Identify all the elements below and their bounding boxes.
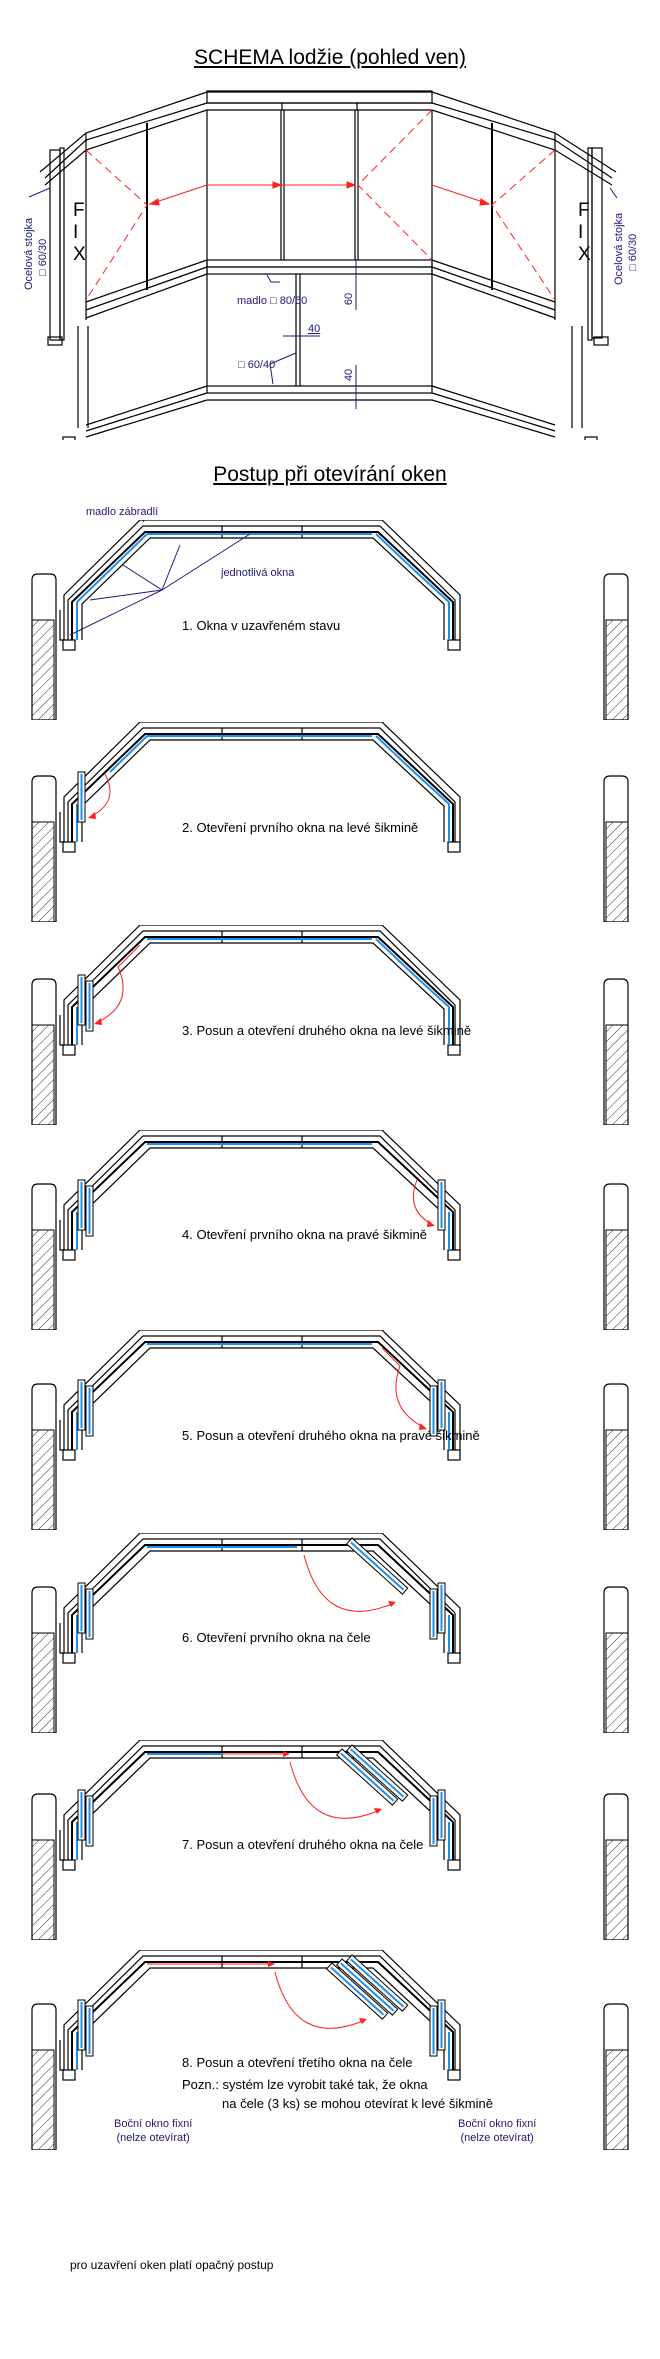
glass-panes: [76, 1143, 450, 1250]
wall-left: [31, 2003, 57, 2150]
dimension-lines: [28, 187, 618, 409]
step-2-description: 2. Otevření prvního okna na levé šikmině: [182, 820, 419, 835]
glass-panes: [76, 2032, 450, 2070]
handrail-railing-label: madlo zábradlí: [86, 506, 159, 518]
side-fixed-window-label-left: Boční okno fixní (nelze otevírat): [114, 2118, 193, 2144]
opened-window-left-1: [77, 1179, 86, 1231]
glass-panes: [76, 533, 450, 640]
wall-left: [31, 573, 57, 720]
steel-post-label-right: Ocelová stojka □ 60/30: [613, 212, 639, 285]
opened-window-right-1: [437, 1582, 446, 1634]
opened-window-right-2: [429, 1795, 438, 1847]
opened-window-right-2: [429, 2005, 438, 2057]
opened-front-window-2: [335, 1958, 399, 2016]
opened-window-left-1: [77, 771, 86, 823]
fix-label-right: FIX: [578, 200, 591, 265]
opened-window-left-1: [77, 1999, 86, 2051]
opened-window-left-2: [85, 1185, 94, 1237]
side-fixed-window-label-right: Boční okno fixní (nelze otevírat): [458, 2118, 537, 2144]
step-1-plan: [31, 520, 629, 720]
opened-window-left-1: [77, 1582, 86, 1634]
glass-panes: [76, 1546, 450, 1653]
procedure-title: Postup při otevírání oken: [213, 463, 447, 486]
step-8-plan: [31, 1950, 629, 2150]
wall-left: [31, 1793, 57, 1940]
step-4-description: 4. Otevření prvního okna na pravé šikmin…: [182, 1227, 427, 1242]
steel-post-label-left: Ocelová stojka □ 60/30: [23, 217, 49, 290]
opened-front-window-1: [345, 1744, 409, 1802]
loggia-frame: [39, 90, 617, 440]
wall-right: [603, 1586, 629, 1733]
frame-outline: [59, 520, 461, 651]
opened-window-left-1: [77, 1789, 86, 1841]
glass-panes: [76, 1753, 450, 1860]
opened-window-left-2: [85, 980, 94, 1032]
wall-left: [31, 775, 57, 922]
dimension-40-horizontal: 40: [308, 323, 321, 335]
opened-window-right-1: [437, 1789, 446, 1841]
wall-right: [603, 2003, 629, 2150]
opened-window-right-2: [429, 1588, 438, 1640]
movement-arrow: [147, 1961, 367, 2029]
fix-label-left: FIX: [73, 200, 86, 265]
opened-front-window-1: [345, 1954, 409, 2012]
movement-arrow: [303, 1554, 396, 1612]
note-line-1: Pozn.: systém lze vyrobit také tak, že o…: [182, 2077, 428, 2092]
opened-front-window-2: [335, 1748, 399, 1806]
handrail-dimension-label: madlo □ 80/60: [237, 295, 308, 307]
movement-arrow: [222, 1751, 382, 1819]
glass-panes: [76, 735, 450, 842]
wall-left: [31, 978, 57, 1125]
dimension-60: 60: [343, 292, 356, 306]
wall-right: [603, 1383, 629, 1530]
opened-window-left-1: [77, 1379, 86, 1431]
step-7-description: 7. Posun a otevření druhého okna na čele: [182, 1837, 424, 1852]
wall-left: [31, 1586, 57, 1733]
movement-arrow: [88, 773, 111, 819]
closing-note: pro uzavření oken platí opačný postup: [70, 2258, 274, 2272]
step-6-description: 6. Otevření prvního okna na čele: [182, 1630, 371, 1645]
wall-left: [31, 1183, 57, 1330]
annotation-leaders: [69, 520, 251, 636]
step-1-description: 1. Okna v uzavřeném stavu: [182, 618, 341, 633]
opened-window-left-2: [85, 1588, 94, 1640]
step-7-plan: [31, 1740, 629, 1940]
wall-right: [603, 573, 629, 720]
movement-arrow: [94, 944, 141, 1025]
wall-right: [603, 775, 629, 922]
opened-window-right-1: [437, 1999, 446, 2051]
opened-window-right-2: [429, 1385, 438, 1437]
step-2-plan: [31, 722, 629, 922]
glass-panes: [76, 938, 450, 1045]
movement-arrow: [381, 1347, 427, 1430]
step-5-plan: [31, 1330, 629, 1530]
wall-right: [603, 978, 629, 1125]
opened-window-right-1: [437, 1179, 446, 1231]
glass-panes: [76, 1343, 450, 1450]
opened-window-left-2: [85, 1385, 94, 1437]
step-6-plan: [31, 1533, 629, 1733]
opened-window-left-1: [77, 974, 86, 1026]
step-3-description: 3. Posun a otevření druhého okna na levé…: [182, 1023, 472, 1038]
note-line-2: na čele (3 ks) se mohou otevírat k levé …: [222, 2096, 493, 2111]
step-3-plan: [31, 925, 629, 1125]
dimension-40-vertical: 40: [343, 368, 356, 382]
schema-title: SCHEMA lodžie (pohled ven): [194, 46, 466, 69]
opened-front-window-3: [325, 1962, 389, 2020]
opening-arrows: [85, 109, 556, 301]
opened-window-right-1: [437, 1379, 446, 1431]
wall-right: [603, 1793, 629, 1940]
individual-windows-label: jednotlivá okna: [221, 567, 295, 579]
loggia-elevation-drawing: [28, 90, 618, 440]
opened-window-left-2: [85, 2005, 94, 2057]
step-5-description: 5. Posun a otevření druhého okna na prav…: [182, 1428, 480, 1443]
movement-arrow: [413, 1179, 435, 1227]
wall-right: [603, 1183, 629, 1330]
opened-window-left-2: [85, 1795, 94, 1847]
step-4-plan: [31, 1130, 629, 1330]
post-dimension-label: □ 60/40: [238, 359, 276, 371]
opened-front-window-1: [345, 1537, 409, 1595]
wall-left: [31, 1383, 57, 1530]
step-8-description: 8. Posun a otevření třetího okna na čele: [182, 2055, 413, 2070]
